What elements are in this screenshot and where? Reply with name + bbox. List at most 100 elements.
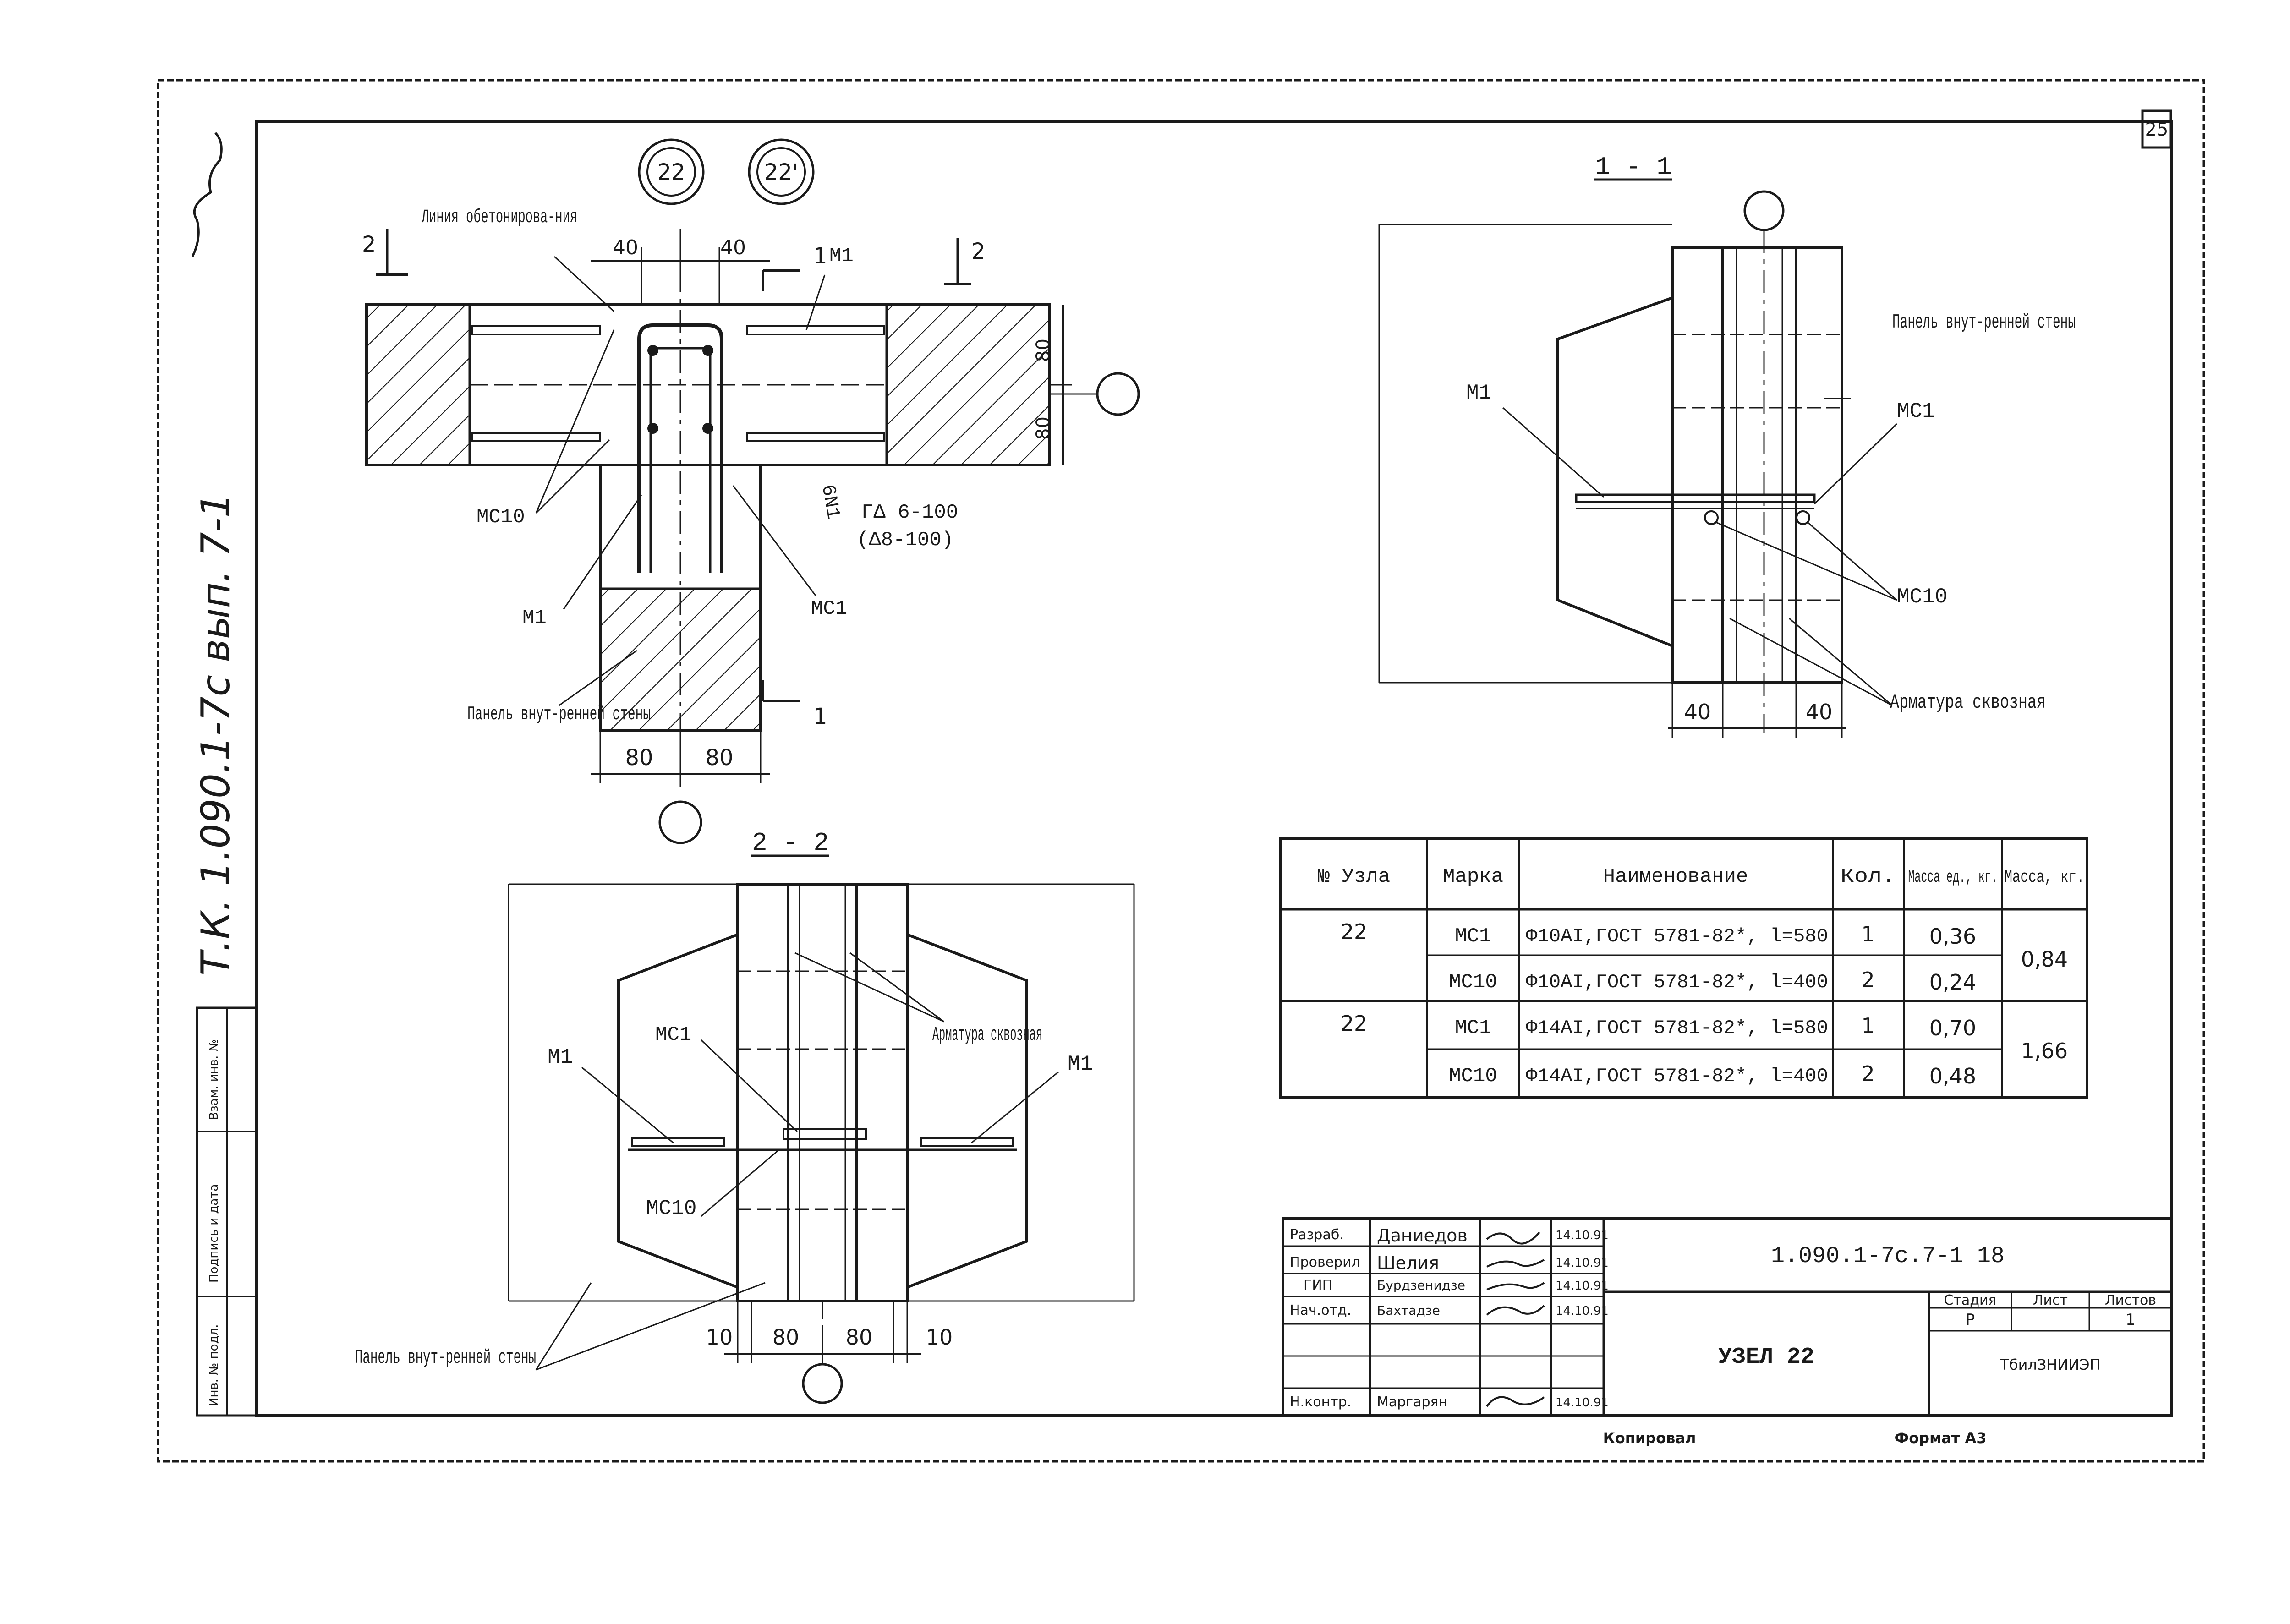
section1-mark-mc1: МС1 — [1897, 399, 1935, 423]
tb-sign-3 — [1486, 1305, 1545, 1316]
reviewer-signature — [191, 132, 223, 257]
plan-mark-m1: М1 — [829, 245, 854, 268]
section1-dim-40-right: 40 — [1806, 700, 1833, 724]
spec-group1-total: 0,84 — [2021, 947, 2068, 972]
section-1-title: 1 - 1 — [1595, 153, 1672, 182]
sheet-number: 25 — [2145, 119, 2169, 140]
plan-mark-mc1: МС1 — [811, 597, 847, 620]
binding-strip: Взам. инв. № Подпись и дата Инв. № подл. — [196, 1006, 258, 1417]
tb-date-2: 14.10.91 — [1556, 1279, 1609, 1293]
tb-sign-1 — [1486, 1259, 1545, 1268]
section1-label-rebar: Арматура сквозная — [1890, 691, 2046, 714]
plan-dim-80-bottom: 80 — [1033, 416, 1054, 440]
spec-header-unit-mass: Масса ед., кг. — [1908, 868, 1998, 887]
section-2-2: 2 - 2 М1 М1 МС1 МС10 Арматура сквоз — [355, 828, 1135, 1404]
strip-label-signature: Подпись и дата — [207, 1184, 221, 1283]
section2-dim-10-left: 10 — [706, 1325, 733, 1350]
tb-role-3: Нач.отд. — [1290, 1302, 1351, 1318]
sheet-frame: 25 — [157, 79, 2205, 1463]
plan-cut-2-left: 2 — [362, 232, 376, 257]
spec-group1-node: 22 — [1341, 919, 1368, 944]
spec-group2-total: 1,66 — [2021, 1039, 2068, 1063]
footer-format: Формат А3 — [1894, 1429, 1986, 1447]
plan-dim-80-b: 80 — [705, 745, 733, 771]
spec-g2-r2-mark: МС10 — [1449, 1065, 1497, 1088]
tb-code: 1.090.1-7с.7-1 18 — [1771, 1243, 2005, 1269]
section2-mark-mc1: МС1 — [655, 1023, 691, 1046]
plan-cut-1-bottom: 1 — [813, 704, 827, 729]
tb-drawing-title: УЗЕЛ 22 — [1718, 1344, 1814, 1370]
tb-date-0: 14.10.91 — [1556, 1229, 1609, 1242]
tb-date-1: 14.10.91 — [1556, 1256, 1609, 1270]
spec-table: № Узла Марка Наименование Кол. Масса ед.… — [1279, 837, 2088, 1099]
tb-sheet-header: Лист — [2033, 1292, 2068, 1308]
section-2-title: 2 - 2 — [752, 828, 829, 858]
tb-date-6: 14.10.91 — [1556, 1396, 1609, 1410]
strip-label-inventory: Инв. № подл. — [207, 1324, 221, 1406]
section2-label-panel: Панель внут-ренней стены — [355, 1346, 536, 1369]
plan-dim-80-top: 80 — [1033, 339, 1054, 362]
spec-g2-r1-qty: 1 — [1861, 1013, 1874, 1038]
plan-dim-80-a: 80 — [625, 745, 653, 771]
spec-g2-r1-mark: МС1 — [1455, 1017, 1491, 1039]
spec-g1-r1-name: Ф10АI,ГОСТ 5781-82*, l=580 — [1526, 925, 1828, 947]
plan-dim-40-right: 40 — [720, 236, 746, 259]
plan-bar-spec-1: ГΔ 6-100 — [861, 501, 958, 524]
spec-g2-r2-unit-mass: 0,48 — [1929, 1064, 1976, 1088]
tb-org: ТбилЗНИИЭП — [2000, 1356, 2100, 1373]
spec-g1-r1-mark: МС1 — [1455, 925, 1491, 948]
spec-g1-r1-qty: 1 — [1861, 922, 1874, 946]
tb-name-6: Маргарян — [1377, 1394, 1447, 1410]
tb-sheets: 1 — [2126, 1311, 2136, 1329]
spec-g1-r2-qty: 2 — [1861, 968, 1874, 992]
spec-group2-node: 22 — [1341, 1011, 1368, 1036]
spec-g1-r1-unit-mass: 0,36 — [1929, 924, 1976, 949]
plan-label-concreting-line: Линия обетонирова-ния — [421, 206, 577, 228]
tb-date-3: 14.10.91 — [1556, 1304, 1609, 1318]
plan-mark-6n1: 6N1 — [816, 483, 844, 521]
spec-g2-r2-qty: 2 — [1861, 1061, 1874, 1086]
spec-g2-r1-unit-mass: 0,70 — [1929, 1016, 1976, 1040]
footer-copied: Копировал — [1603, 1429, 1696, 1447]
node-mark-22: 22 — [657, 159, 685, 185]
section2-label-rebar: Арматура сквозная — [932, 1023, 1042, 1046]
side-stamp: Т.К. 1.090.1-7с вып. 7-1 — [193, 493, 239, 976]
tb-name-1: Шелия — [1377, 1253, 1439, 1273]
section1-dim-40-left: 40 — [1684, 700, 1711, 724]
strip-label-replacement: Взам. инв. № — [207, 1039, 221, 1120]
tb-role-1: Проверил — [1290, 1254, 1360, 1270]
tb-name-0: Даниедов — [1377, 1225, 1468, 1246]
tb-name-3: Бахтадзе — [1377, 1303, 1440, 1318]
spec-header-name: Наименование — [1603, 865, 1748, 888]
spec-g2-r2-name: Ф14АI,ГОСТ 5781-82*, l=400 — [1526, 1065, 1828, 1087]
tb-sign-2 — [1486, 1282, 1545, 1290]
tb-sign-6 — [1486, 1396, 1545, 1407]
section2-dim-80-right: 80 — [846, 1325, 873, 1350]
section2-mark-m1-left: М1 — [548, 1045, 573, 1069]
spec-g1-r2-unit-mass: 0,24 — [1929, 970, 1976, 995]
tb-sheets-header: Листов — [2105, 1292, 2156, 1308]
tb-role-6: Н.контр. — [1290, 1394, 1351, 1410]
node-mark-22-prime: 22' — [764, 159, 798, 185]
section2-dim-10-right: 10 — [926, 1325, 953, 1350]
plan-view: 40 40 80 80 80 80 2 2 1 1 Линия обетонир… — [362, 206, 1140, 844]
plan-mark-m1-low: М1 — [522, 607, 547, 629]
plan-cut-1-top: 1 — [813, 243, 827, 269]
tb-stage: Р — [1966, 1311, 1975, 1329]
spec-header-total-mass: Масса, кг. — [2005, 868, 2085, 887]
title-block: Разраб. Проверил ГИП Нач.отд. Н.контр. Д… — [1282, 1217, 2173, 1417]
plan-mark-mc10: МС10 — [477, 506, 525, 529]
plan-cut-2-right: 2 — [971, 239, 986, 264]
section1-label-panel: Панель внут-ренней стены — [1892, 311, 2076, 334]
node-marks: 22 22' — [638, 138, 815, 205]
section2-dim-80-left: 80 — [772, 1325, 800, 1350]
section1-mark-m1: М1 — [1466, 381, 1491, 405]
plan-bar-spec-2: (Δ8-100) — [857, 529, 953, 552]
plan-label-panel: Панель внут-ренней стены — [467, 703, 651, 725]
spec-g1-r2-name: Ф10АI,ГОСТ 5781-82*, l=400 — [1526, 971, 1828, 993]
tb-sign-0 — [1486, 1231, 1540, 1245]
spec-header-node: № Узла — [1318, 865, 1390, 888]
tb-name-2: Бурдзенидзе — [1377, 1278, 1465, 1293]
spec-g2-r1-name: Ф14АI,ГОСТ 5781-82*, l=580 — [1526, 1017, 1828, 1039]
